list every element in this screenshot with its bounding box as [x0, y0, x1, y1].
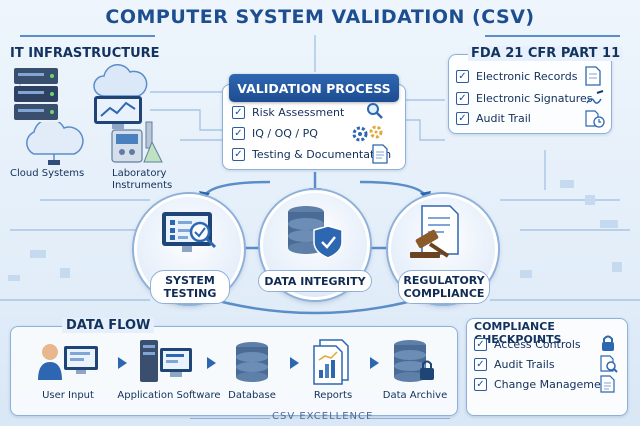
compliance-item-label: Audit Trails — [494, 358, 555, 371]
checkbox-icon: ✓ — [456, 70, 469, 83]
vp-item-iq: ✓ IQ / OQ / PQ — [232, 127, 318, 140]
system-testing-line2: TESTING — [163, 287, 217, 300]
checkbox-icon: ✓ — [232, 106, 245, 119]
cloud-systems-label: Cloud Systems — [10, 168, 85, 179]
compliance-heading: COMPLIANCE CHECKPOINTS — [474, 320, 562, 346]
cloud-icon — [93, 64, 148, 97]
lock-icon — [602, 335, 614, 351]
vp-item-label: Risk Assessment — [252, 106, 345, 119]
system-testing-line1: SYSTEM — [165, 274, 215, 287]
vp-item-risk: ✓ Risk Assessment — [232, 106, 344, 119]
flow-step-application-software: Application Software — [117, 390, 221, 401]
validation-process-heading: VALIDATION PROCESS — [229, 74, 399, 102]
fda-heading: FDA 21 CFR PART 11 — [468, 46, 624, 61]
regulatory-compliance-label: REGULATORY COMPLIANCE — [398, 270, 490, 304]
lab-instruments-label-2: Instruments — [112, 180, 173, 191]
fda-item-audit: ✓ Audit Trail — [456, 112, 531, 125]
fda-item-label: Audit Trail — [476, 112, 531, 125]
fda-item-signatures: ✓ Electronic Signatures — [456, 92, 593, 105]
database-shield-icon — [288, 206, 343, 259]
compliance-item-audit: ✓ Audit Trails — [474, 358, 555, 371]
checkbox-icon: ✓ — [474, 378, 487, 391]
gears-icon — [352, 125, 383, 142]
flow-step-database: Database — [228, 390, 276, 401]
page-title: COMPUTER SYSTEM VALIDATION (CSV) — [105, 6, 535, 28]
title-rule-right — [485, 35, 620, 37]
checkbox-icon: ✓ — [456, 112, 469, 125]
flow-arrow-2 — [207, 357, 216, 369]
testing-monitor-icon — [162, 212, 217, 252]
records-icon — [585, 66, 601, 86]
fda-item-label: Electronic Records — [476, 70, 578, 83]
user-input-icon — [38, 344, 98, 380]
checkbox-icon: ✓ — [232, 127, 245, 140]
footer-text: CSV EXCELLENCE — [272, 411, 374, 422]
lab-instrument-icon — [111, 121, 163, 163]
monitor-chart-icon — [94, 96, 142, 129]
change-document-icon — [600, 375, 615, 393]
checkbox-icon: ✓ — [474, 358, 487, 371]
compliance-item-label: Access Controls — [494, 338, 581, 351]
magnifier-icon — [367, 103, 383, 119]
compliance-item-access: ✓ Access Controls — [474, 338, 581, 351]
it-infrastructure-heading: IT INFRASTRUCTURE — [10, 46, 160, 61]
data-integrity-label: DATA INTEGRITY — [258, 270, 372, 292]
regulatory-line1: REGULATORY — [403, 274, 485, 287]
fda-item-records: ✓ Electronic Records — [456, 70, 577, 83]
server-rack-icon — [14, 68, 58, 120]
footer-rule-right — [370, 418, 450, 419]
reports-icon — [313, 339, 349, 385]
checkbox-icon: ✓ — [474, 338, 487, 351]
compliance-item-label: Change Management — [494, 378, 613, 391]
regulatory-line2: COMPLIANCE — [403, 287, 485, 300]
flow-step-user-input: User Input — [42, 390, 94, 401]
flow-arrow-1 — [118, 357, 127, 369]
application-software-icon — [140, 340, 192, 382]
database-icon — [236, 342, 268, 382]
vp-item-testing: ✓ Testing & Documentation — [232, 148, 391, 161]
data-archive-icon — [394, 340, 434, 382]
cloud-systems-icon — [26, 122, 84, 165]
flow-arrow-4 — [370, 357, 379, 369]
system-testing-label: SYSTEM TESTING — [150, 270, 230, 304]
compliance-item-change: ✓ Change Management — [474, 378, 612, 391]
flow-arrow-3 — [290, 357, 299, 369]
title-rule-left — [20, 35, 155, 37]
flow-step-reports: Reports — [313, 390, 353, 401]
checkbox-icon: ✓ — [456, 92, 469, 105]
signature-pen-icon — [586, 90, 604, 104]
audit-clock-icon — [585, 110, 605, 128]
vp-item-label: IQ / OQ / PQ — [252, 127, 318, 140]
footer-rule-left — [190, 418, 270, 419]
vp-item-label: Testing & Documentation — [252, 148, 392, 161]
gavel-document-icon — [410, 205, 459, 258]
checkbox-icon: ✓ — [232, 148, 245, 161]
fda-item-label: Electronic Signatures — [476, 92, 593, 105]
document-icon — [372, 144, 388, 164]
audit-search-icon — [600, 355, 618, 373]
flow-step-data-archive: Data Archive — [382, 390, 448, 401]
lab-instruments-label-1: Laboratory — [112, 168, 167, 179]
data-flow-heading: DATA FLOW — [62, 318, 155, 333]
